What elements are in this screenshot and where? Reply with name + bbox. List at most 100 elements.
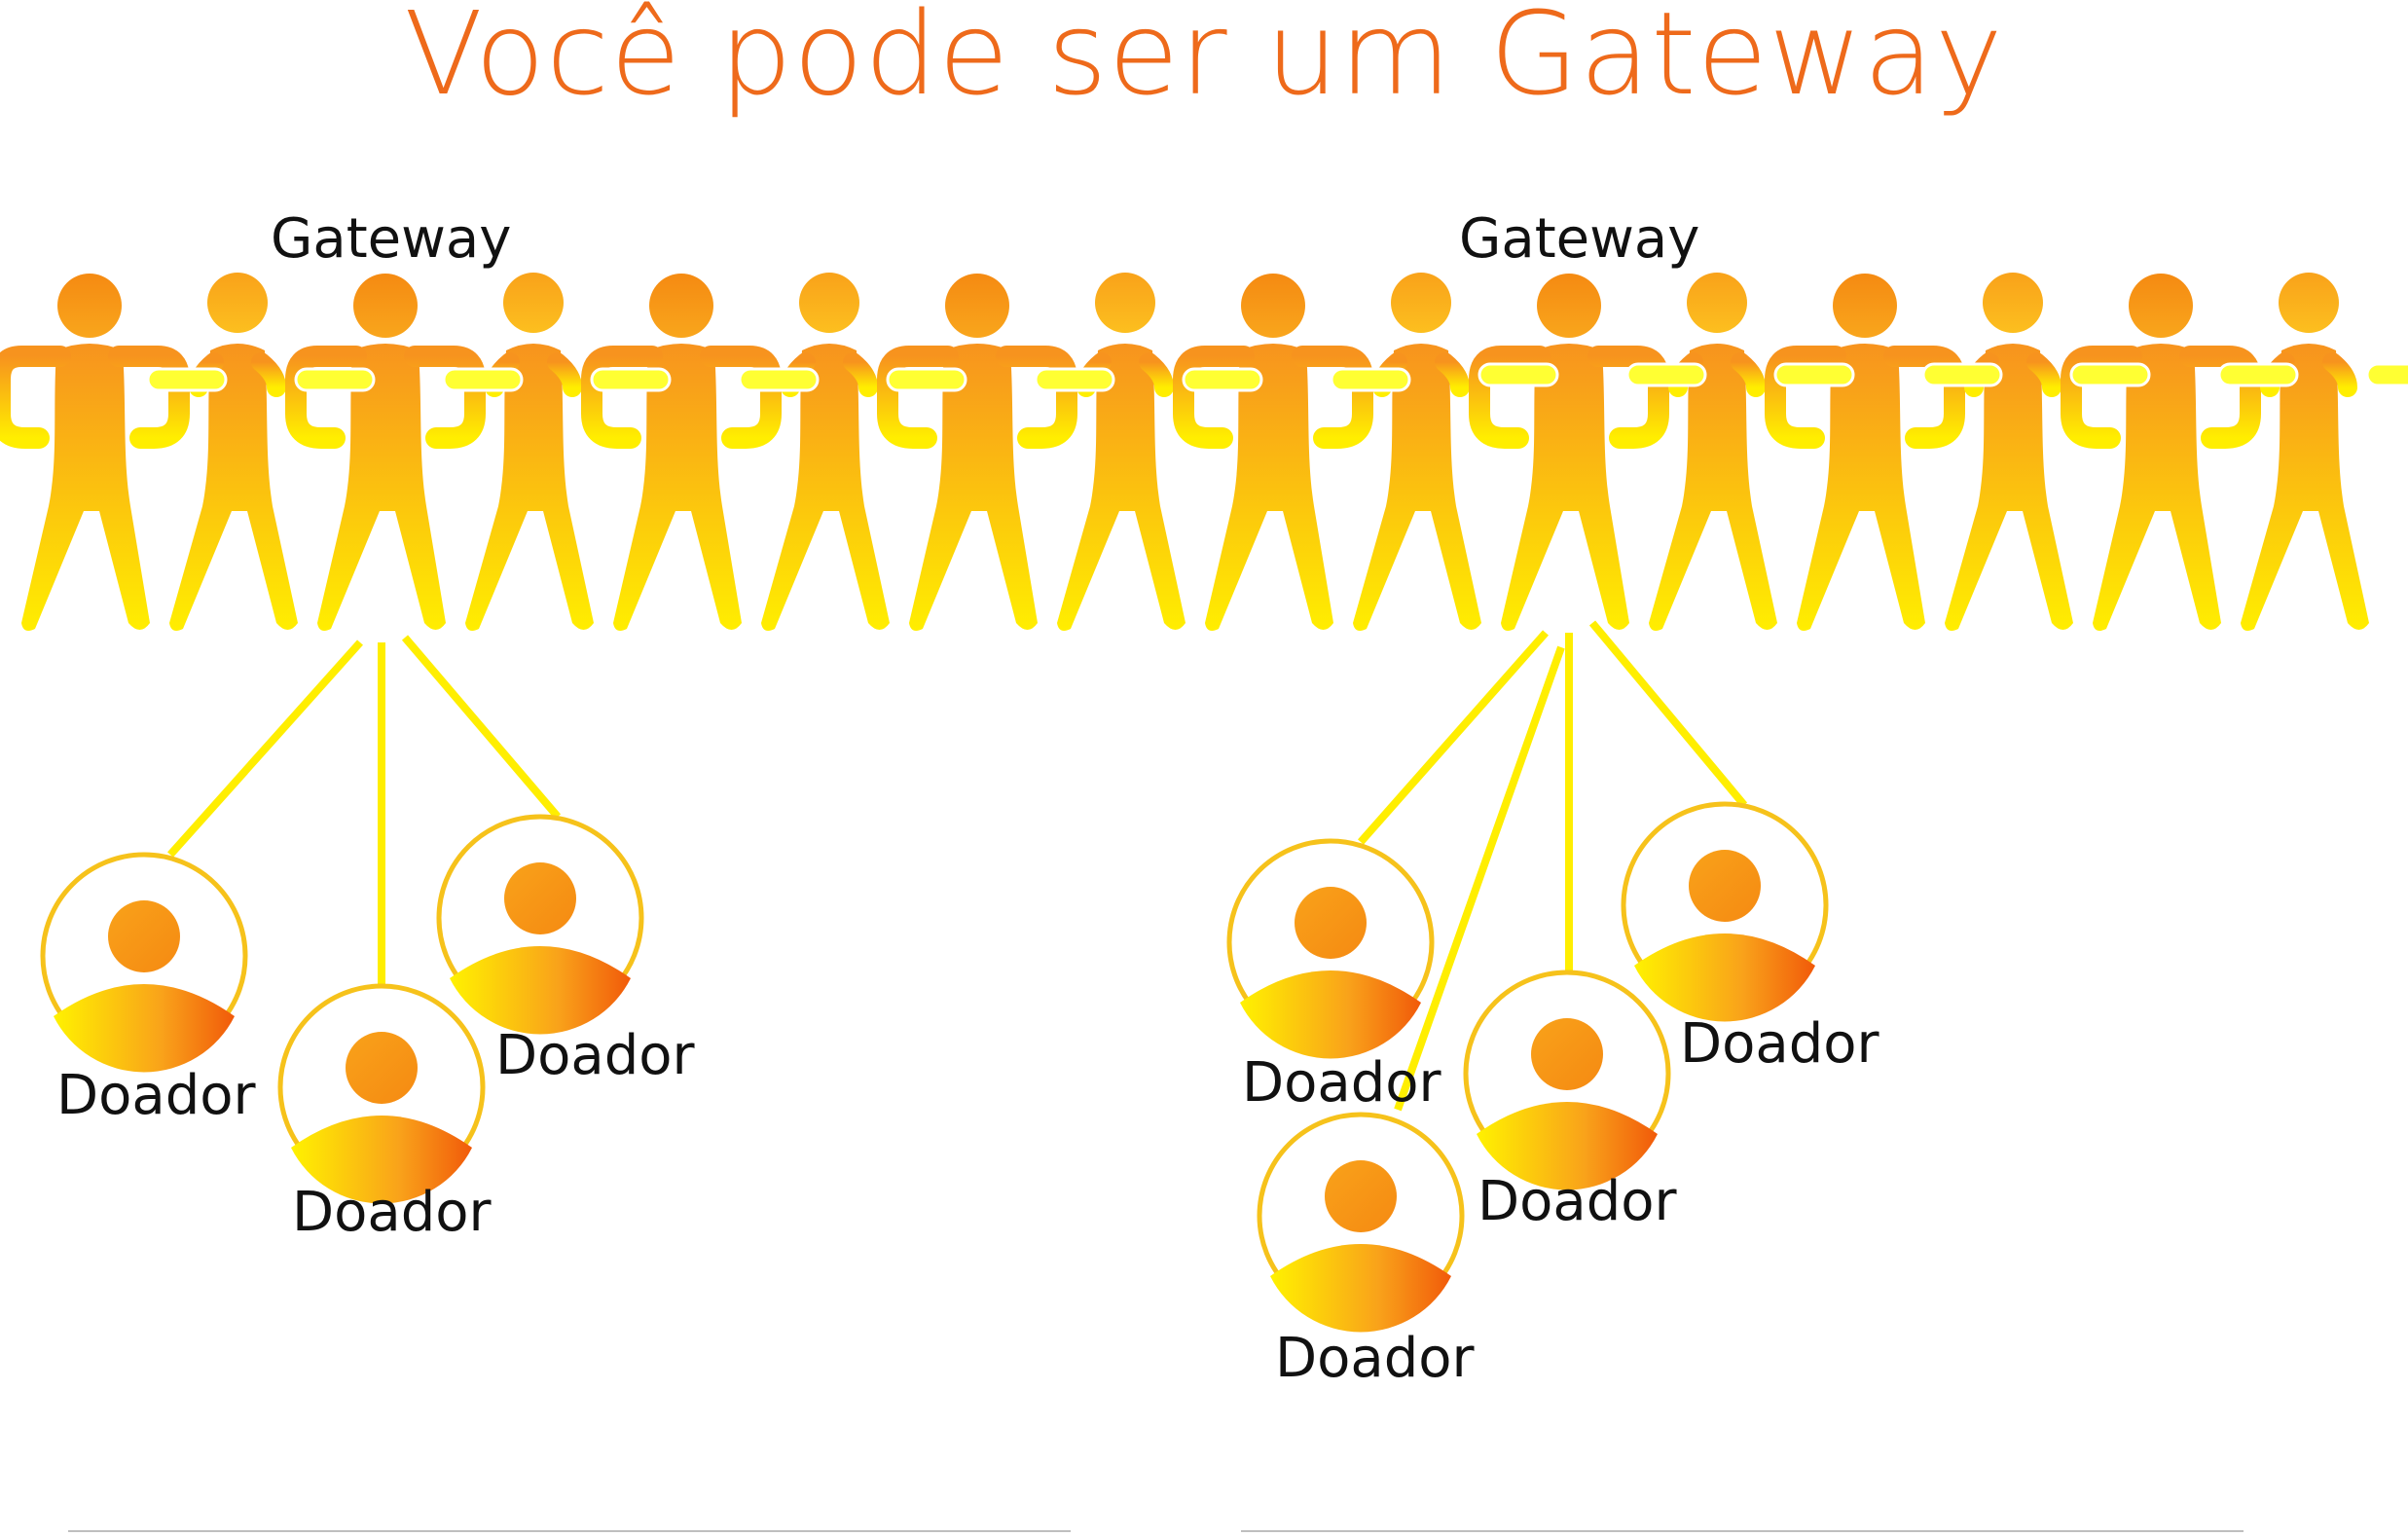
person-arm: [251, 352, 286, 397]
person-arm: [996, 346, 1077, 449]
hand-link: [590, 367, 672, 392]
person-body: [1501, 344, 1629, 631]
person-body: [465, 344, 594, 631]
person-head: [1833, 274, 1897, 338]
person-arm: [547, 352, 582, 397]
person-arm: [2322, 352, 2357, 397]
connector-line: [401, 635, 562, 820]
person-head: [1095, 273, 1155, 333]
person-arm: [1731, 352, 1766, 397]
donor-label: Doador: [292, 1181, 492, 1244]
donor-avatar: [1226, 838, 1435, 1059]
hand-link: [146, 367, 228, 392]
hand-link: [1182, 367, 1263, 392]
person-arm: [1173, 346, 1255, 449]
person-arm: [843, 352, 878, 397]
donor-avatar: [436, 814, 644, 1035]
hand-link: [1625, 362, 1707, 387]
person-arm: [285, 346, 367, 449]
gateway-label-left: Gateway: [271, 207, 512, 271]
person-head: [2279, 273, 2339, 333]
donor-head-icon: [108, 900, 180, 972]
donor-body-icon: [450, 946, 631, 1035]
donor-head-icon: [1295, 887, 1367, 959]
person-arm: [1765, 346, 1846, 449]
person-arm: [1139, 352, 1174, 397]
connector-line: [1588, 620, 1748, 808]
donor-avatar: [277, 983, 486, 1204]
person-head: [649, 274, 713, 338]
donor-label: Doador: [1242, 1051, 1441, 1115]
donor-body-icon: [54, 984, 235, 1073]
donor-label: Doador: [1275, 1327, 1475, 1390]
hand-link: [738, 367, 820, 392]
hand-link: [1034, 367, 1115, 392]
donor-head-icon: [1689, 850, 1761, 922]
donor-head-icon: [1325, 1160, 1397, 1232]
page-title: Você pode ser um Gateway: [404, 0, 2004, 121]
person-body: [1797, 344, 1925, 631]
hand-link: [1773, 362, 1855, 387]
person-body: [909, 344, 1038, 631]
donor-body-icon: [1240, 970, 1421, 1059]
donor-head-icon: [504, 862, 576, 934]
donor-avatar: [1463, 970, 1671, 1190]
person-body: [1205, 344, 1333, 631]
person-body: [317, 344, 446, 631]
person-head: [503, 273, 564, 333]
person-head: [1241, 274, 1305, 338]
person-arm: [1587, 346, 1669, 449]
person-body: [2241, 344, 2369, 631]
hand-link: [1330, 367, 1411, 392]
person-figure-small: [169, 273, 298, 631]
person-figure-small: [761, 273, 890, 631]
donor-body-icon: [1634, 933, 1815, 1022]
donor-label: Doador: [1478, 1170, 1677, 1233]
hand-link: [1478, 362, 1559, 387]
gateway-label-right: Gateway: [1459, 207, 1700, 271]
person-arm: [404, 346, 486, 449]
person-figure: [285, 274, 486, 631]
person-figure: [0, 274, 190, 631]
person-body: [2093, 344, 2221, 631]
donor-head-icon: [346, 1032, 418, 1104]
donor-body-icon: [291, 1116, 472, 1204]
donor-body-icon: [1270, 1244, 1451, 1333]
person-head: [1983, 273, 2043, 333]
person-arm: [581, 346, 663, 449]
donor-avatar: [1257, 1112, 1465, 1333]
hand-link: [2217, 362, 2299, 387]
person-figure: [581, 274, 782, 631]
donor-label: Doador: [1680, 1012, 1879, 1076]
donor-head-icon: [1531, 1018, 1603, 1090]
person-head: [57, 274, 122, 338]
person-head: [207, 273, 268, 333]
person-body: [169, 344, 298, 631]
person-body: [1057, 344, 1186, 631]
person-figure-small: [465, 273, 594, 631]
person-body: [613, 344, 742, 631]
person-figure-small: [1353, 273, 1481, 631]
person-head: [353, 274, 418, 338]
person-figure: [877, 274, 1077, 631]
donor-avatar: [1621, 801, 1829, 1022]
person-head: [1537, 274, 1601, 338]
person-figure: [1765, 274, 1965, 631]
donor-label: Doador: [56, 1064, 256, 1127]
person-figure-small: [1057, 273, 1186, 631]
donor-group: [40, 801, 1829, 1333]
person-arm: [700, 346, 782, 449]
connector-line: [1394, 645, 1565, 1112]
people-chain: [0, 273, 2408, 631]
person-arm: [1469, 346, 1551, 449]
donor-body-icon: [1477, 1102, 1658, 1190]
donor-avatar: [40, 852, 248, 1073]
hand-link: [2069, 362, 2151, 387]
hand-link: [2365, 362, 2408, 387]
connector-lines: [167, 620, 1748, 1112]
hand-link: [886, 367, 967, 392]
person-body: [1649, 344, 1777, 631]
person-arm: [0, 346, 71, 449]
person-figure: [1173, 274, 1373, 631]
